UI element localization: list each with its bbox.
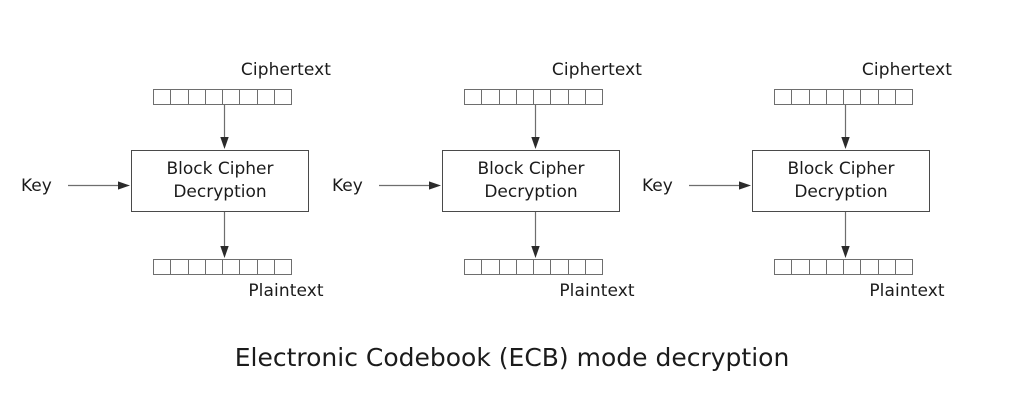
block-cell	[500, 260, 517, 274]
block-cell	[189, 90, 206, 104]
block-cell	[792, 90, 810, 104]
block-cipher-decryption-box: Block Cipher Decryption	[442, 150, 620, 212]
ciphertext-block-bar	[153, 89, 292, 105]
block-cell	[206, 90, 223, 104]
ciphertext-label: Ciphertext	[240, 60, 332, 80]
box-line-2: Decryption	[484, 182, 578, 202]
block-cell	[569, 260, 586, 274]
ciphertext-to-cipher-arrow-icon	[529, 105, 542, 150]
ecb-block-panel-2: Ciphertext Key	[332, 0, 752, 320]
block-cell	[465, 260, 483, 274]
ciphertext-to-cipher-arrow-icon	[839, 105, 852, 150]
key-to-cipher-arrow-icon	[379, 179, 442, 192]
block-cell	[223, 260, 241, 274]
ecb-block-panel-1: Ciphertext Key	[21, 0, 441, 320]
block-cell	[879, 90, 896, 104]
block-cell	[896, 260, 912, 274]
plaintext-block-bar	[464, 259, 603, 275]
block-cell	[551, 90, 569, 104]
block-cell	[534, 260, 552, 274]
ciphertext-label: Ciphertext	[861, 60, 953, 80]
block-cell	[827, 260, 844, 274]
block-cell	[240, 90, 258, 104]
cipher-to-plaintext-arrow-icon	[218, 212, 231, 259]
block-cell	[517, 260, 534, 274]
plaintext-label: Plaintext	[559, 281, 635, 301]
block-cell	[827, 90, 844, 104]
box-line-1: Block Cipher	[787, 159, 895, 179]
block-cell	[154, 260, 172, 274]
block-cipher-decryption-box: Block Cipher Decryption	[131, 150, 309, 212]
plaintext-label: Plaintext	[869, 281, 945, 301]
box-line-1: Block Cipher	[477, 159, 585, 179]
block-cell	[223, 90, 241, 104]
ciphertext-block-bar	[774, 89, 913, 105]
block-cell	[240, 260, 258, 274]
block-cell	[171, 90, 189, 104]
block-cell	[792, 260, 810, 274]
block-cell	[861, 90, 879, 104]
block-cell	[154, 90, 172, 104]
block-cell	[206, 260, 223, 274]
plaintext-block-bar	[774, 259, 913, 275]
plaintext-label: Plaintext	[248, 281, 324, 301]
block-cell	[517, 90, 534, 104]
key-input-group: Key	[642, 174, 752, 200]
block-cell	[586, 260, 602, 274]
block-cell	[258, 90, 275, 104]
diagram-caption: Electronic Codebook (ECB) mode decryptio…	[234, 343, 790, 372]
ciphertext-label: Ciphertext	[551, 60, 643, 80]
block-cell	[551, 260, 569, 274]
box-line-2: Decryption	[173, 182, 267, 202]
block-cell	[775, 260, 793, 274]
key-label: Key	[21, 176, 52, 196]
ecb-block-panel-3: Ciphertext Key	[642, 0, 1024, 320]
block-cell	[586, 90, 602, 104]
key-to-cipher-arrow-icon	[689, 179, 752, 192]
block-cell	[844, 90, 862, 104]
box-line-2: Decryption	[794, 182, 888, 202]
block-cell	[189, 260, 206, 274]
key-input-group: Key	[21, 174, 131, 200]
block-cell	[861, 260, 879, 274]
block-cell	[275, 260, 291, 274]
box-line-1: Block Cipher	[166, 159, 274, 179]
key-to-cipher-arrow-icon	[68, 179, 131, 192]
block-cell	[258, 260, 275, 274]
block-cell	[275, 90, 291, 104]
block-cell	[465, 90, 483, 104]
key-input-group: Key	[332, 174, 442, 200]
key-label: Key	[642, 176, 673, 196]
plaintext-block-bar	[153, 259, 292, 275]
key-label: Key	[332, 176, 363, 196]
ciphertext-block-bar	[464, 89, 603, 105]
block-cell	[500, 90, 517, 104]
block-cell	[534, 90, 552, 104]
block-cell	[810, 90, 827, 104]
block-cell	[171, 260, 189, 274]
ciphertext-to-cipher-arrow-icon	[218, 105, 231, 150]
block-cell	[810, 260, 827, 274]
block-cell	[879, 260, 896, 274]
block-cipher-decryption-box: Block Cipher Decryption	[752, 150, 930, 212]
block-cell	[569, 90, 586, 104]
block-cell	[482, 90, 500, 104]
block-cell	[844, 260, 862, 274]
cipher-to-plaintext-arrow-icon	[529, 212, 542, 259]
block-cell	[482, 260, 500, 274]
block-cell	[896, 90, 912, 104]
block-cell	[775, 90, 793, 104]
cipher-to-plaintext-arrow-icon	[839, 212, 852, 259]
